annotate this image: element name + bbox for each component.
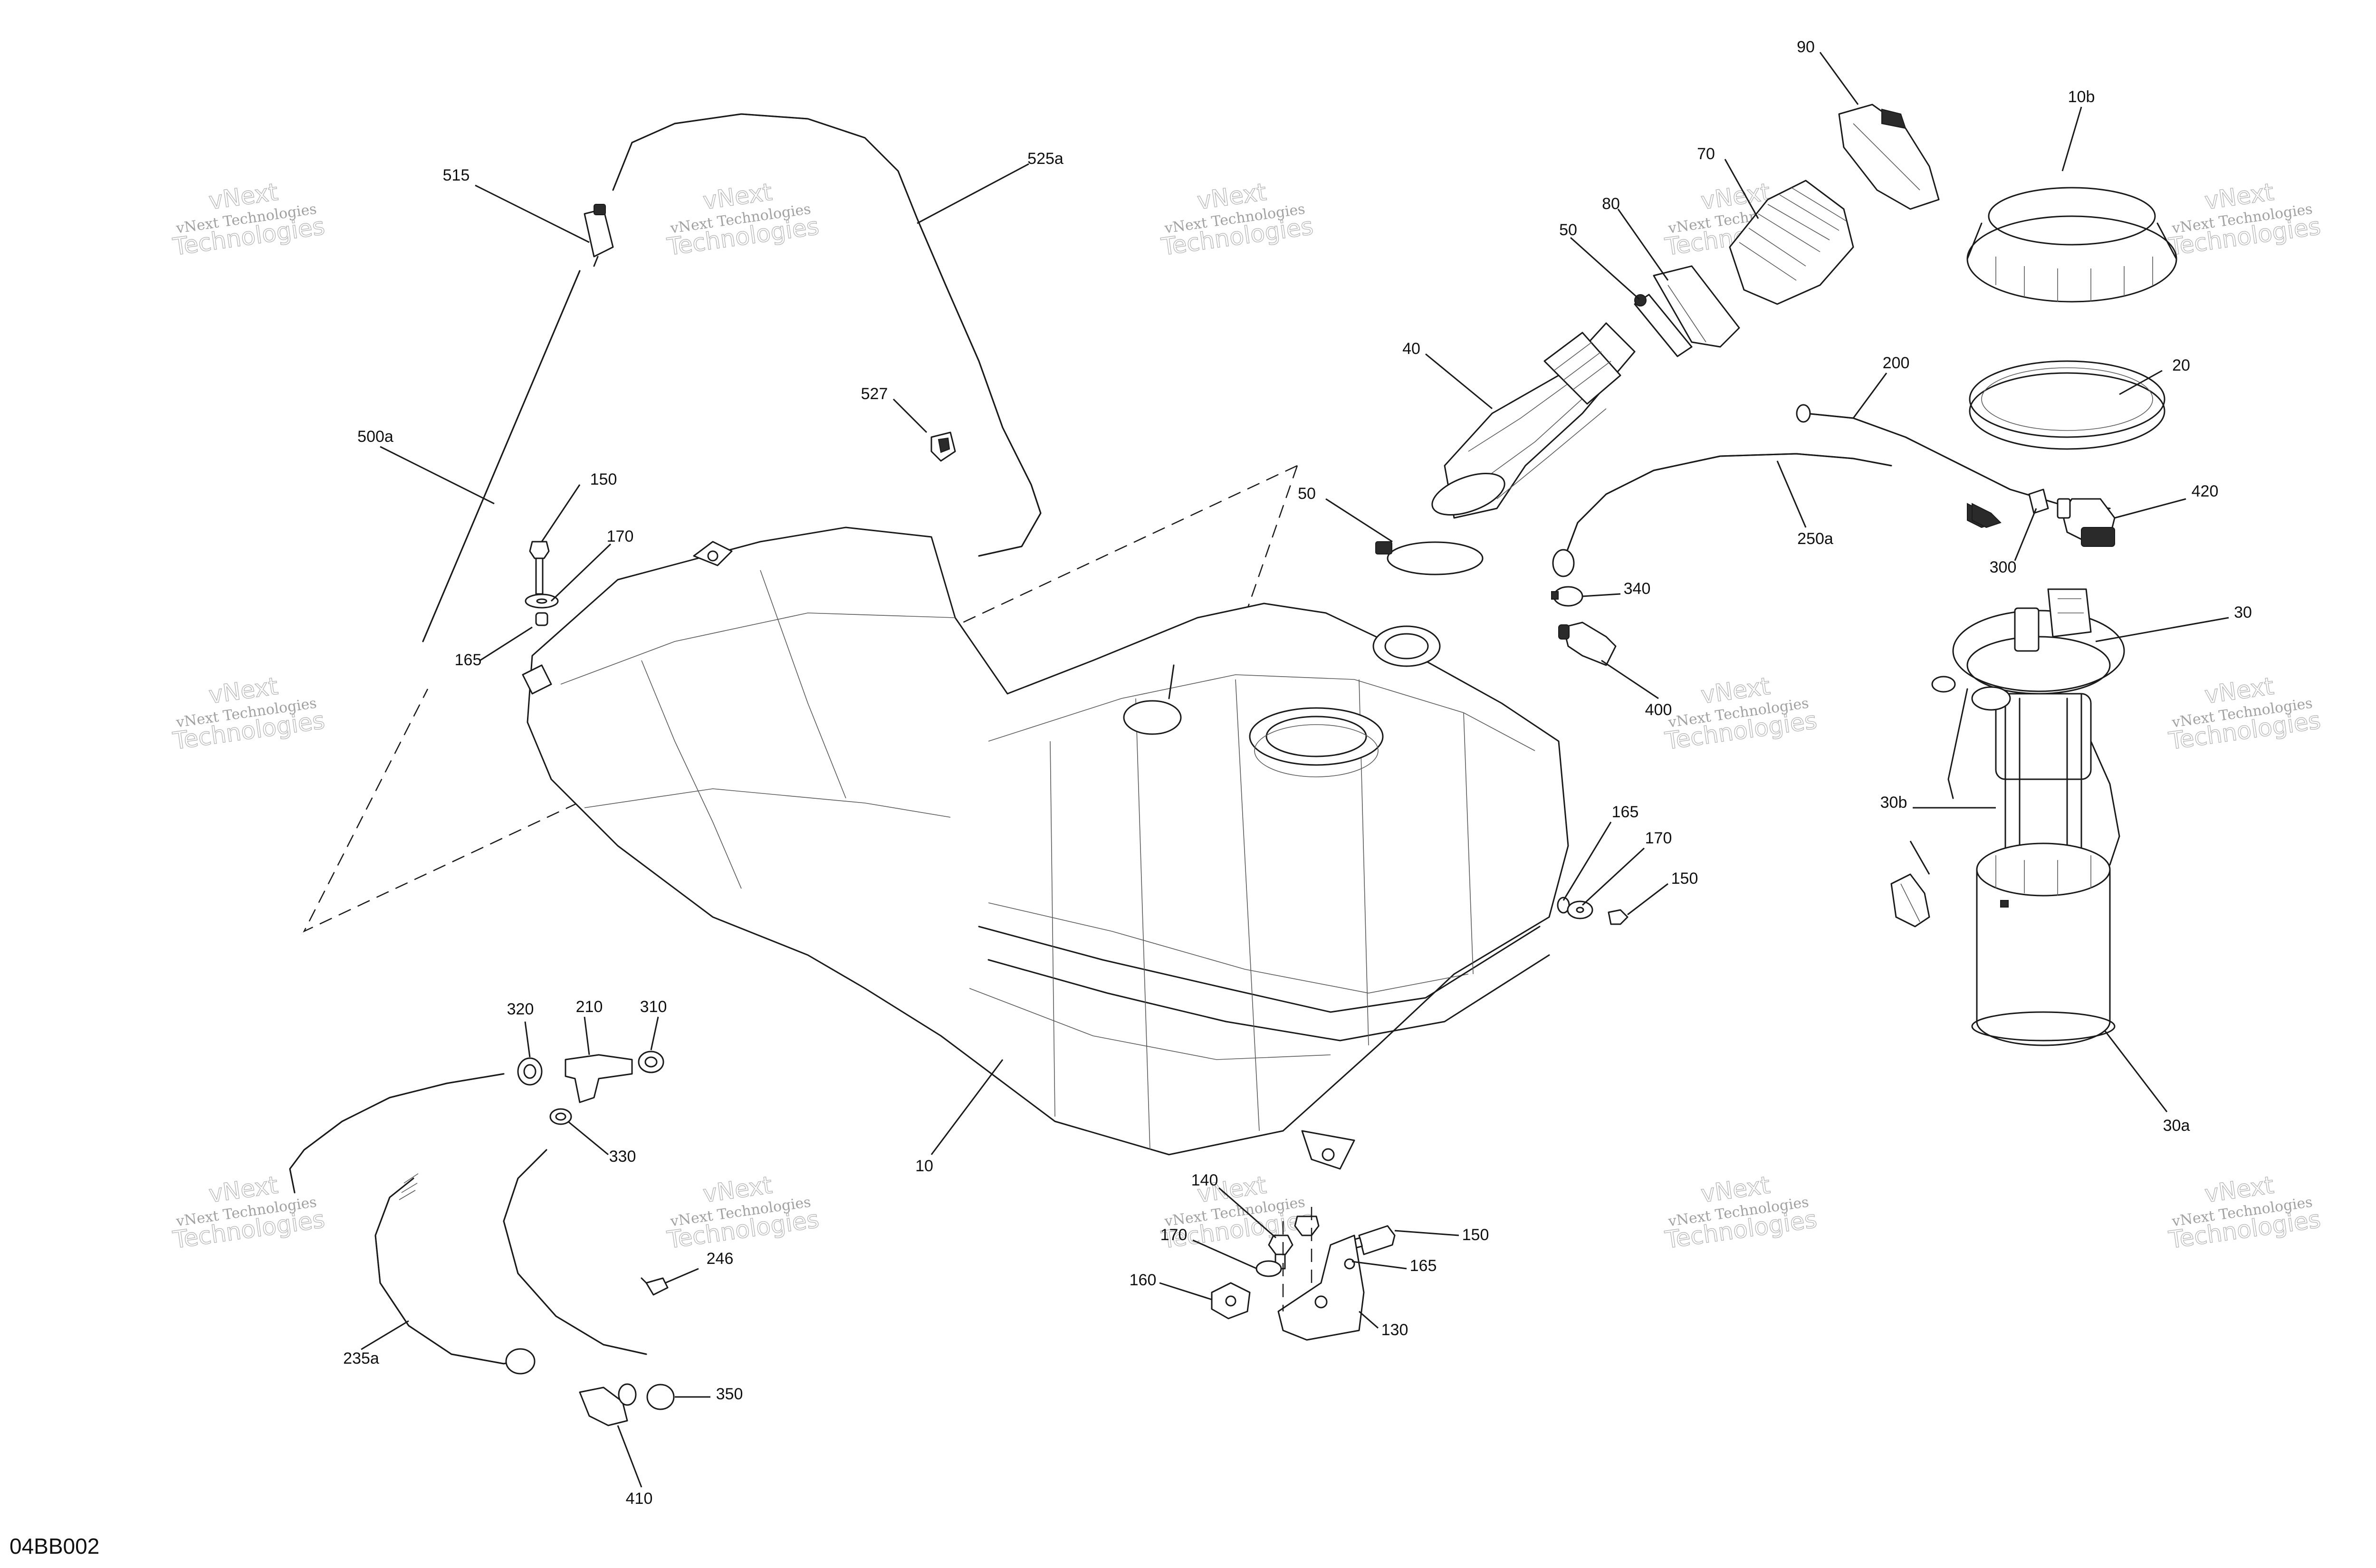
callout-label: 170 [1160, 1226, 1188, 1244]
hose-250a[interactable] [1552, 453, 2002, 577]
callout-label: 330 [609, 1147, 636, 1166]
callout-label: 30a [2163, 1117, 2190, 1135]
t-fitting-210[interactable] [565, 1054, 633, 1103]
callout-label: 165 [1612, 803, 1639, 821]
callout-label: 310 [640, 998, 667, 1016]
bracket-80[interactable] [1653, 265, 1740, 348]
callout-label: 160 [1130, 1271, 1157, 1289]
callout-label: 500a [357, 428, 393, 446]
connector-420[interactable] [2057, 498, 2116, 547]
callout-label: 10b [2068, 88, 2095, 106]
bracket-130[interactable] [1277, 1207, 1365, 1341]
fuel-pump-30a[interactable] [1971, 842, 2116, 1046]
callout-label: 165 [1410, 1257, 1437, 1275]
callout-label: 170 [1645, 829, 1672, 847]
callout-label: 410 [626, 1490, 653, 1508]
vent-tube-500a[interactable] [422, 270, 581, 642]
callout-label: 250a [1797, 530, 1833, 548]
callout-label: 350 [716, 1385, 743, 1403]
callout-label: 30 [2234, 603, 2252, 621]
washer-170-left[interactable] [525, 593, 559, 609]
clamp-50-lower[interactable] [1375, 541, 1484, 575]
clamp-340[interactable] [1551, 586, 1583, 607]
filler-neck-40[interactable] [1427, 322, 1636, 523]
callout-label: 40 [1402, 340, 1420, 358]
callout-label: 150 [1462, 1226, 1489, 1244]
check-valve-515[interactable] [584, 204, 614, 267]
elbow-fitting-410[interactable] [579, 1383, 637, 1426]
fuel-pump-module-30[interactable] [1931, 588, 2125, 880]
callout-label: 90 [1797, 38, 1815, 56]
callout-label: 420 [2192, 482, 2219, 500]
figure-code: 04BB002 [10, 1534, 99, 1558]
callout-label: 10 [915, 1157, 933, 1175]
callout-label: 150 [1671, 870, 1698, 888]
bolt-150-right[interactable] [1608, 909, 1629, 925]
clamp-310[interactable] [638, 1051, 664, 1073]
elbow-connector-400[interactable] [1558, 621, 1617, 666]
callout-label: 140 [1191, 1171, 1218, 1189]
callout-label: 320 [507, 1000, 534, 1018]
callout-label: 165 [455, 651, 482, 669]
callout-label: 235a [343, 1349, 379, 1367]
callout-labels: 515 525a 500a 527 150 170 165 10 90 10b … [343, 38, 2252, 1508]
callout-label: 525a [1027, 150, 1063, 168]
fuel-cap-90[interactable] [1838, 104, 1940, 210]
lock-ring-10b[interactable] [1966, 187, 2177, 303]
leader-lines [361, 52, 2229, 1488]
callout-label: 246 [707, 1250, 734, 1268]
callout-label: 210 [576, 998, 603, 1016]
callout-label: 70 [1697, 145, 1715, 163]
seal-ring-20[interactable] [1969, 360, 2165, 450]
hose-525a[interactable] [612, 113, 1042, 557]
clamp-330[interactable] [549, 1108, 572, 1125]
callout-label: 300 [1990, 558, 2017, 576]
grommet-165-left[interactable] [535, 612, 548, 626]
callout-label: 515 [443, 166, 470, 184]
nut-160[interactable] [1211, 1282, 1251, 1319]
clip-527[interactable] [930, 431, 956, 462]
fitting-320[interactable] [517, 1057, 543, 1086]
clip-246[interactable] [641, 1277, 669, 1296]
callout-label: 30b [1880, 794, 1907, 812]
clamp-350[interactable] [646, 1384, 675, 1410]
callout-label: 340 [1624, 580, 1651, 598]
clip-300[interactable] [2028, 488, 2049, 514]
filler-neck-70[interactable] [1729, 180, 1854, 305]
callout-label: 80 [1602, 195, 1620, 213]
bolt-150-left[interactable] [529, 541, 550, 595]
callout-label: 150 [590, 470, 617, 488]
hose-center-lower[interactable] [503, 1149, 647, 1355]
callout-label: 170 [607, 527, 634, 545]
callout-label: 200 [1883, 354, 1910, 372]
float-30b[interactable] [1890, 873, 1930, 927]
washer-170-lower[interactable] [1255, 1260, 1282, 1277]
callout-label: 50 [1559, 221, 1577, 239]
callout-label: 130 [1381, 1321, 1408, 1339]
callout-label: 20 [2172, 356, 2190, 374]
hose-lower-left[interactable] [289, 1073, 505, 1194]
hose-235a[interactable] [374, 1173, 536, 1375]
washer-170-right[interactable] [1567, 900, 1593, 919]
callout-label: 400 [1645, 701, 1672, 719]
fuel-tank[interactable] [522, 526, 1569, 1170]
callout-label: 50 [1298, 485, 1316, 503]
callout-label: 527 [861, 385, 888, 403]
